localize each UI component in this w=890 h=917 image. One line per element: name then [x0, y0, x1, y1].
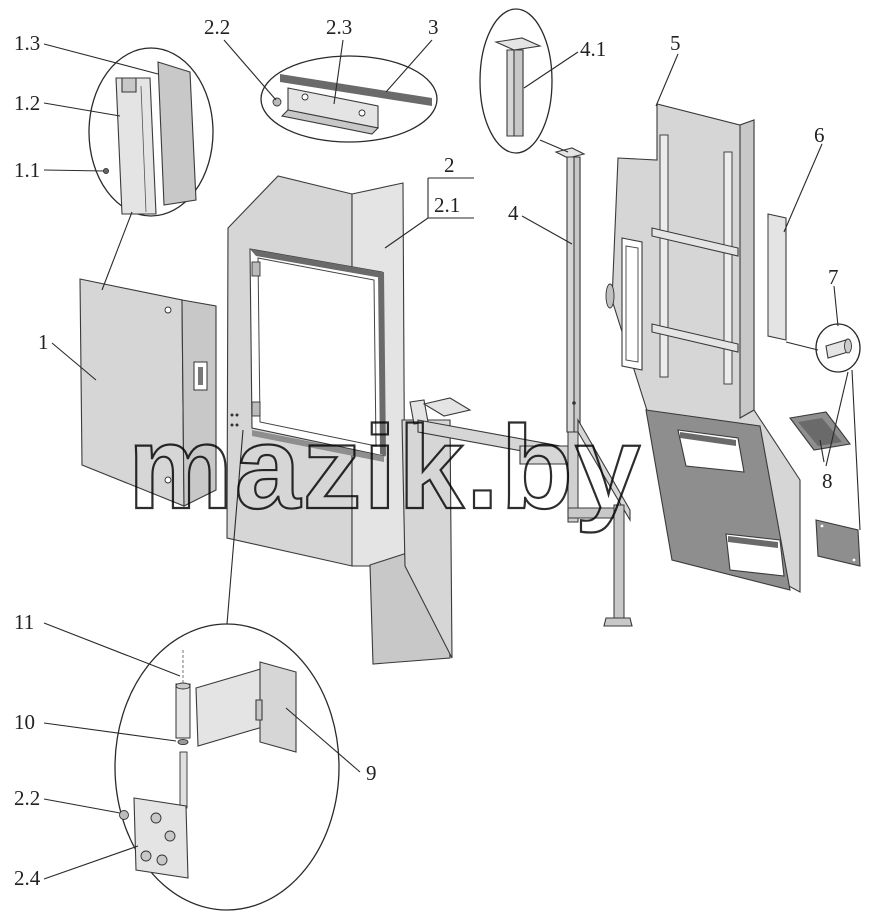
callout-1-2: 1.2 [14, 91, 40, 115]
narrow-strip [767, 213, 787, 341]
cover-plates [789, 411, 861, 567]
detail-circle-hinge-assembly [114, 623, 340, 911]
callout-2-2-bottom: 2.2 [14, 786, 40, 810]
callout-labels: 1.3 1.2 1.1 1 2.2 2.3 3 2 2.1 4.1 4 5 6 … [14, 15, 839, 890]
detail-circle-bolt [815, 323, 861, 373]
door-panel [79, 278, 217, 507]
callout-2-3: 2.3 [326, 15, 352, 39]
watermark-text: mazik.by [128, 402, 642, 534]
callout-3: 3 [428, 15, 439, 39]
handrail-frame [409, 397, 633, 627]
callout-9: 9 [366, 761, 377, 785]
callout-4: 4 [508, 201, 519, 225]
callout-1-3: 1.3 [14, 31, 40, 55]
callout-10: 10 [14, 710, 35, 734]
rear-wall-panel [605, 103, 801, 593]
callout-11: 11 [14, 610, 34, 634]
callout-2: 2 [444, 153, 455, 177]
callout-6: 6 [814, 123, 825, 147]
vertical-post [554, 147, 586, 433]
callout-2-4: 2.4 [14, 866, 41, 890]
cab-frame-panel [226, 175, 453, 665]
detail-circle-window-bracket [260, 55, 438, 143]
callout-1-1: 1.1 [14, 158, 40, 182]
callout-4-1: 4.1 [580, 37, 606, 61]
callout-8: 8 [822, 469, 833, 493]
callout-2-1: 2.1 [434, 193, 460, 217]
leader-lines [43, 39, 861, 880]
callout-5: 5 [670, 31, 681, 55]
callout-7: 7 [828, 265, 839, 289]
callout-1: 1 [38, 330, 49, 354]
detail-circle-door-hinge-strip [88, 47, 214, 217]
detail-circle-post-cap [479, 8, 553, 154]
callout-2-2-top: 2.2 [204, 15, 230, 39]
